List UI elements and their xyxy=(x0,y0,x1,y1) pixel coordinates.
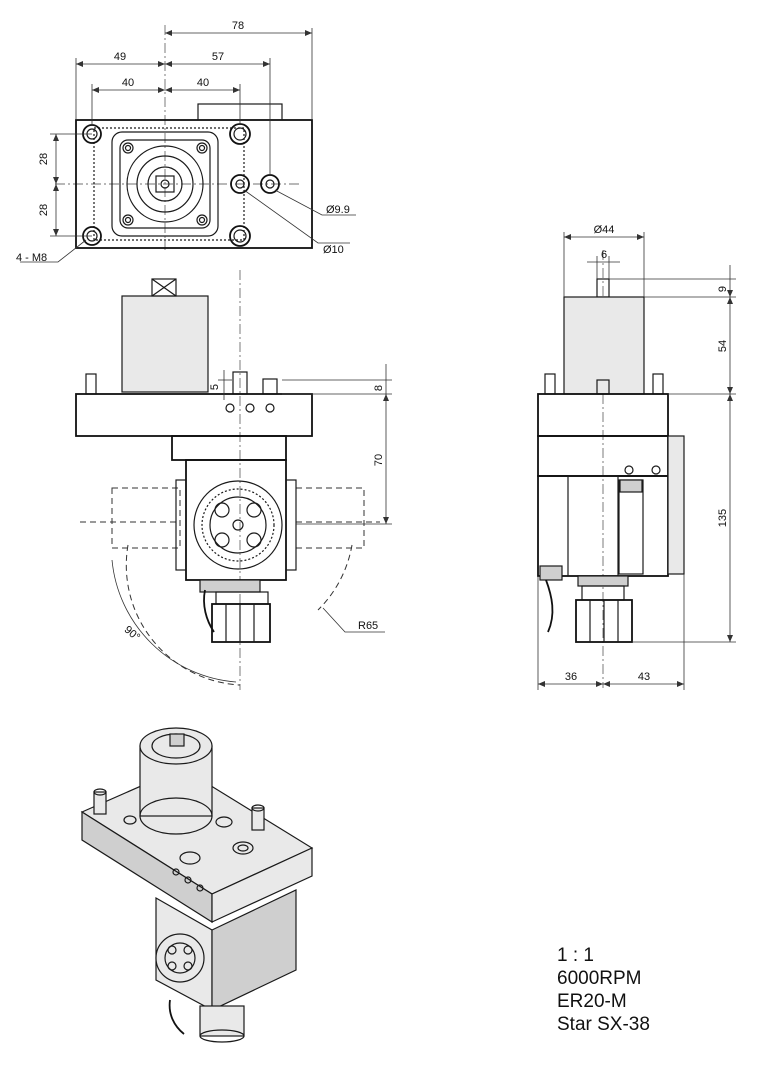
dim-70: 70 xyxy=(373,454,385,466)
specification-notes: 1 : 1 6000RPM ER20-M Star SX-38 xyxy=(557,944,650,1036)
speed-note: 6000RPM xyxy=(557,968,642,989)
front-view: 5 8 70 90° R65 xyxy=(75,270,392,690)
dim-dia-44: Ø44 xyxy=(594,224,615,236)
dim-135: 135 xyxy=(717,509,729,527)
dim-5: 5 xyxy=(209,384,221,390)
top-view: 78 49 57 40 40 28 28 4 - M8 Ø9.9 Ø10 xyxy=(16,20,356,264)
side-view: Ø44 6 9 54 135 36 43 xyxy=(537,224,736,690)
dia-10-label: Ø10 xyxy=(323,244,344,256)
dim-49: 49 xyxy=(114,51,126,63)
dim-40-right: 40 xyxy=(197,77,209,89)
scale-note: 1 : 1 xyxy=(557,945,594,966)
collet-note: ER20-M xyxy=(557,991,627,1012)
dim-54: 54 xyxy=(717,340,729,352)
angle-90-label: 90° xyxy=(122,624,142,644)
dim-57: 57 xyxy=(212,51,224,63)
thread-label: 4 - M8 xyxy=(16,252,47,264)
dim-6: 6 xyxy=(601,249,607,261)
dim-43: 43 xyxy=(638,671,650,683)
dim-40-left: 40 xyxy=(122,77,134,89)
dim-36: 36 xyxy=(565,671,577,683)
radius-r65-label: R65 xyxy=(358,620,378,632)
dim-9: 9 xyxy=(717,286,729,292)
dim-8: 8 xyxy=(373,385,385,391)
isometric-view xyxy=(80,727,314,1043)
dim-28-lower: 28 xyxy=(38,204,50,216)
dim-28-upper: 28 xyxy=(38,153,50,165)
dia-9-9-label: Ø9.9 xyxy=(326,204,350,216)
dim-78: 78 xyxy=(232,20,244,32)
machine-note: Star SX-38 xyxy=(557,1014,650,1035)
